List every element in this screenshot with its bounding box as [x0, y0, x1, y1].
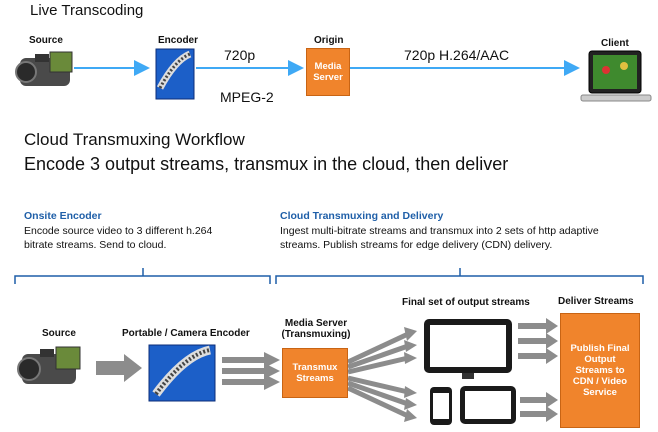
- bottom-source-label: Source: [42, 328, 76, 339]
- monitor-icon: [424, 319, 512, 379]
- cloud-text-line1: Ingest multi-bitrate streams and transmu…: [280, 225, 599, 237]
- cloud-heading: Cloud Transmuxing and Delivery: [280, 210, 444, 222]
- media-server-label: Media Server: [313, 61, 343, 83]
- arrows-encoder-transmux: [222, 352, 280, 390]
- final-set-label: Final set of output streams: [402, 297, 530, 308]
- arrows-transmux-devices: [346, 331, 410, 419]
- onsite-text-line1: Encode source video to 3 different h.264: [24, 225, 213, 237]
- bottom-camera-icon: [17, 346, 81, 384]
- top-encoder-label: Encoder: [158, 35, 199, 46]
- workflow-title: Cloud Transmuxing Workflow: [24, 130, 245, 149]
- top-origin-label: Origin: [314, 35, 344, 46]
- media-server-transmuxing-label: Media Server (Transmuxing): [281, 318, 351, 340]
- stream1-label: 720p: [224, 47, 256, 63]
- publish-final-box: Publish Final Output Streams to CDN / Vi…: [560, 313, 640, 428]
- onsite-text-line2: bitrate streams. Send to cloud.: [24, 239, 167, 251]
- onsite-bracket: [14, 275, 271, 284]
- onsite-heading: Onsite Encoder: [24, 210, 102, 222]
- bottom-encoder-label: Portable / Camera Encoder: [122, 328, 250, 339]
- top-camera-icon: [15, 51, 73, 86]
- workflow-subtitle: Encode 3 output streams, transmux in the…: [24, 154, 509, 174]
- cloud-text-line2: streams. Publish streams for edge delive…: [280, 239, 553, 251]
- phone-icon: [430, 387, 452, 425]
- arrow-camera-encoder: [96, 354, 142, 382]
- live-transcoding-title: Live Transcoding: [30, 2, 144, 19]
- deliver-streams-label: Deliver Streams: [558, 296, 634, 307]
- top-client-label: Client: [601, 38, 629, 49]
- bottom-encoder-film-icon: [148, 344, 216, 402]
- arrows-devices-deliver: [518, 318, 558, 422]
- stream1-sub-label: MPEG-2: [220, 89, 274, 105]
- tablet-icon: [460, 386, 516, 424]
- cloud-bracket: [275, 275, 644, 284]
- client-laptop-icon: [580, 50, 652, 102]
- top-encoder-film-icon: [155, 48, 195, 100]
- media-server-box: Media Server: [306, 48, 350, 96]
- transmux-streams-box: Transmux Streams: [282, 348, 348, 398]
- top-source-label: Source: [29, 35, 63, 46]
- stream2-label: 720p H.264/AAC: [404, 47, 510, 63]
